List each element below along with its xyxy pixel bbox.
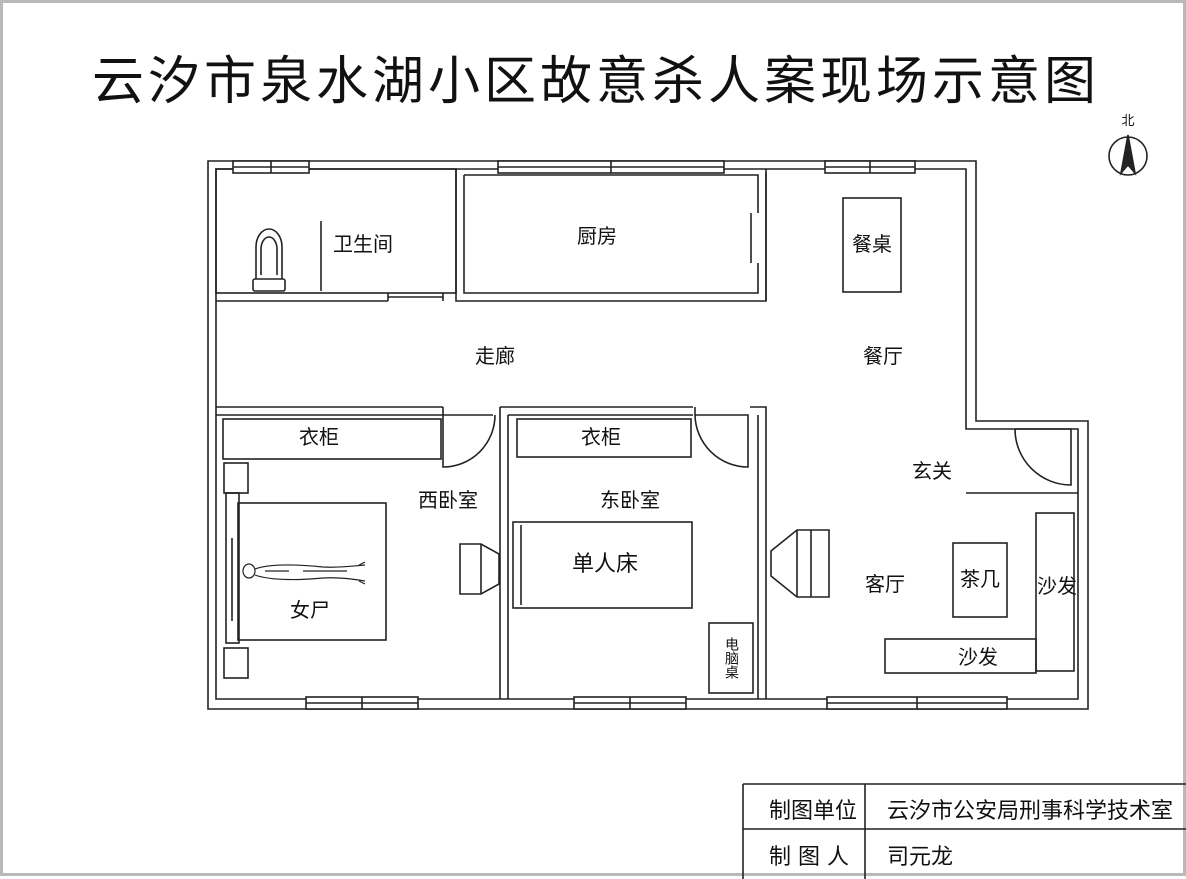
computer-desk-label: 电脑桌 <box>723 637 739 679</box>
east-wardrobe-label: 衣柜 <box>581 425 621 449</box>
inner-wall <box>215 168 1079 700</box>
unit-label: 制图单位 <box>769 799 858 824</box>
dining-table-label: 餐桌 <box>852 232 892 256</box>
coffee-table-shape <box>952 542 1008 618</box>
sofa-right-label: 沙发 <box>1037 574 1077 598</box>
sofa-bottom-label: 沙发 <box>958 645 998 669</box>
single-bed-label: 单人床 <box>572 552 638 577</box>
single-bed-shape <box>512 521 693 609</box>
dining-table-shape <box>842 197 902 293</box>
west-wardrobe-shape <box>222 418 442 460</box>
body-label: 女尸 <box>290 598 330 622</box>
west-bedroom-label: 西卧室 <box>418 488 478 512</box>
west-bedroom-door-arc <box>442 414 496 468</box>
body-figure <box>242 561 366 585</box>
floor-plan: 北 卫生间 厨房 餐桌 走廊 餐厅 衣柜 衣柜 西卧室 东卧室 玄关 单人床 女… <box>207 114 1186 879</box>
east-wardrobe-shape <box>516 418 692 458</box>
chair-icon <box>459 543 500 595</box>
tv-icon <box>770 529 830 598</box>
living-room-label: 客厅 <box>865 572 905 596</box>
entrance-label: 玄关 <box>912 459 952 483</box>
bathroom-label: 卫生间 <box>333 232 393 256</box>
diagram-title: 云汐市泉水湖小区故意杀人案现场示意图 <box>91 52 1100 112</box>
bathroom-walls <box>215 168 457 294</box>
signature-table-lines <box>742 783 1186 879</box>
outer-wall <box>207 160 1089 710</box>
person-value: 司元龙 <box>887 845 954 870</box>
windows <box>232 160 1008 710</box>
unit-value: 云汐市公安局刑事科学技术室 <box>887 799 1174 824</box>
east-bedroom-door-arc <box>694 414 749 468</box>
corridor-label: 走廊 <box>475 344 515 368</box>
coffee-table-label: 茶几 <box>960 567 1000 591</box>
computer-desk-shape <box>708 622 754 694</box>
dining-room-label: 餐厅 <box>863 344 903 368</box>
north-label: 北 <box>1121 114 1134 129</box>
person-label: 制 图 人 <box>769 845 849 870</box>
sofa-right-shape <box>1035 512 1075 672</box>
sofa-bottom-shape <box>884 638 1037 674</box>
toilet-icon <box>252 228 286 292</box>
east-bedroom-label: 东卧室 <box>600 488 660 512</box>
west-bed-shape <box>237 502 387 641</box>
west-wardrobe-label: 衣柜 <box>299 425 339 449</box>
north-arrow-icon <box>1108 134 1148 176</box>
kitchen-label: 厨房 <box>577 224 617 248</box>
entrance-door-arc <box>1014 428 1072 486</box>
